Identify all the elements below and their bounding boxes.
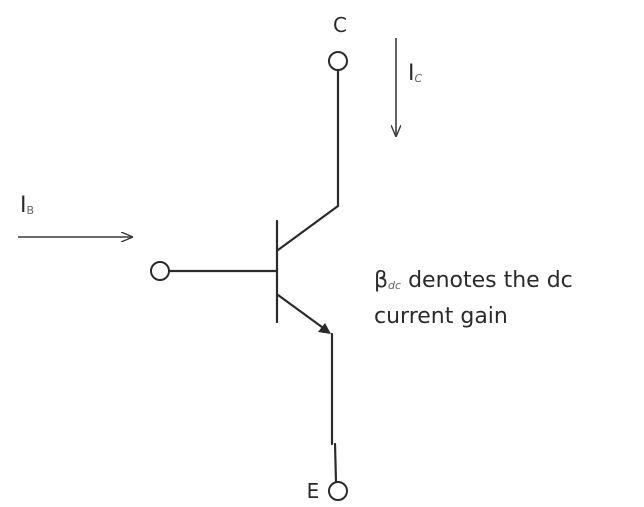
emitter-arrowhead — [318, 323, 331, 334]
collector-terminal — [328, 51, 348, 71]
base-current-label: IB — [20, 193, 34, 218]
emitter-lead — [333, 442, 338, 484]
collector-label: C — [333, 13, 347, 37]
emitter-diagonal — [276, 293, 328, 332]
collector-current-label: IC — [408, 61, 423, 86]
collector-diagonal — [276, 204, 340, 252]
emitter-label: E — [307, 479, 320, 503]
emitter-terminal — [328, 481, 348, 501]
gain-note-line1: βdc denotes the dc — [374, 268, 573, 293]
gain-note-line2: current gain — [374, 304, 508, 329]
base-terminal — [150, 261, 170, 281]
